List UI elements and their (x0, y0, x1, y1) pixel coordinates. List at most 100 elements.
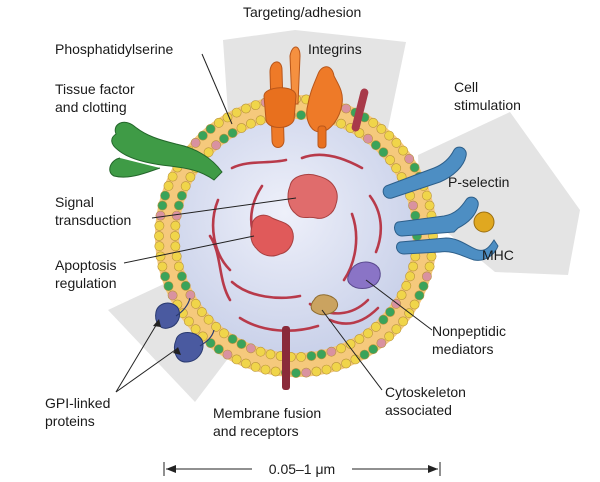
phospholipid-head (250, 361, 261, 372)
phospholipid-head (414, 290, 425, 301)
phospholipid-head (160, 271, 170, 282)
phospholipid-head (336, 118, 346, 129)
label-apoptosis: Apoptosis regulation (55, 256, 117, 292)
phospholipid-head (363, 328, 373, 339)
phospholipid-head (196, 307, 207, 317)
phospholipid-head (421, 271, 432, 282)
phospholipid-head (391, 137, 402, 148)
phospholipid-head (296, 351, 306, 362)
phospholipid-head (240, 358, 251, 369)
phospholipid-head (398, 316, 408, 327)
adhesion-rod (351, 88, 369, 132)
phospholipid-head (384, 130, 395, 141)
gpi-sector (108, 282, 236, 402)
label-membrane-fusion-line1: Membrane fusion (213, 405, 322, 421)
phospholipid-head (405, 271, 415, 282)
label-tissue-factor: Tissue factor and clotting (55, 80, 135, 116)
label-signal-line2: transduction (55, 212, 132, 228)
phospholipid-head (173, 200, 184, 211)
scale-bar (163, 462, 441, 476)
label-signal-transduction: Signal transduction (55, 193, 131, 229)
label-cytoskeleton-line1: Cytoskeleton (385, 384, 466, 400)
phospholipid-head (370, 140, 381, 151)
phospholipid-head (384, 331, 395, 342)
p-selectin-protein (382, 146, 467, 199)
label-nonpeptidic: Nonpeptidic mediators (432, 322, 506, 358)
phospholipid-head (190, 298, 201, 309)
label-gpi-line1: GPI-linked (45, 395, 111, 411)
phospholipid-head (255, 115, 266, 126)
label-nonpeptidic-line2: mediators (432, 341, 494, 357)
phospholipid-head (363, 133, 373, 144)
phospholipid-head (409, 299, 420, 310)
integrin-protein (263, 46, 301, 148)
phospholipid-head (368, 344, 379, 355)
phospholipid-head (213, 117, 224, 128)
phospholipid-head (170, 231, 180, 241)
vesicle-lumen (179, 119, 413, 353)
mhc-protein (394, 196, 499, 261)
label-cell-stimulation-line2: stimulation (454, 97, 521, 113)
leader-lines (115, 53, 433, 393)
apoptosis-protein (250, 214, 294, 257)
label-nonpeptidic-line1: Nonpeptidic (432, 323, 506, 339)
phospholipid-head (354, 334, 365, 344)
phospholipid-head (270, 366, 281, 377)
phospholipid-head (421, 190, 432, 201)
phospholipid-head (426, 251, 437, 262)
label-tissue-factor-line1: Tissue factor (55, 81, 135, 97)
phospholipid-head (211, 321, 221, 332)
phospholipid-head (306, 351, 317, 361)
mhc-ball (473, 211, 495, 233)
phospholipid-head (227, 128, 238, 138)
phospholipid-head (205, 338, 216, 348)
phospholipid-head (157, 200, 168, 211)
phospholipid-head (240, 103, 251, 114)
label-targeting: Targeting/adhesion (243, 4, 362, 20)
label-cytoskeleton: Cytoskeleton associated (385, 383, 466, 419)
phospholipid-head (404, 153, 415, 164)
phospholipid-head (368, 117, 379, 128)
phospholipid-head (185, 290, 196, 300)
phospholipid-head (321, 364, 332, 375)
phospholipid-head (154, 220, 165, 231)
label-cell-stimulation: Cell stimulation (454, 78, 521, 114)
phospholipid-head (154, 231, 164, 241)
phospholipid-head (205, 123, 216, 134)
phospholipid-head (378, 314, 389, 325)
tissue-factor-protein (109, 121, 223, 181)
phospholipid-head (176, 190, 187, 201)
label-apoptosis-line2: regulation (55, 275, 117, 291)
phospholipid-head (183, 316, 194, 327)
label-gpi-line2: proteins (45, 413, 95, 429)
phospholipid-head (385, 307, 395, 317)
phospholipid-head (296, 110, 306, 120)
label-apoptosis-line1: Apoptosis (55, 257, 117, 273)
phospholipid-head (424, 200, 435, 211)
phospholipid-head (227, 334, 238, 344)
membrane-fusion-rod (282, 326, 290, 390)
phospholipid-head (401, 280, 412, 291)
label-integrins: Integrins (308, 41, 362, 57)
label-p-selectin: P-selectin (448, 174, 510, 190)
phospholipid-head (408, 261, 418, 272)
phospholipid-head (190, 137, 201, 148)
phospholipid-head (211, 140, 221, 151)
phospholipid-head (341, 358, 351, 369)
phospholipid-head (408, 200, 418, 211)
phospholipid-head (173, 261, 184, 272)
phospholipid-head (409, 162, 420, 173)
label-cytoskeleton-line2: associated (385, 402, 452, 418)
phospholipid-head (222, 349, 233, 360)
label-scale: 0.05–1 μm (268, 461, 336, 477)
label-signal-line1: Signal (55, 194, 94, 210)
phospholipid-head (213, 344, 224, 355)
phospholipid-head (190, 324, 201, 335)
phospholipid-head (163, 281, 174, 291)
phospholipid-head (424, 261, 435, 272)
label-mhc: MHC (482, 247, 514, 263)
phospholipid-head (326, 346, 337, 357)
phospholipid-head (316, 349, 327, 360)
phospholipid-head (396, 290, 407, 300)
phospholipid-head (163, 180, 174, 191)
